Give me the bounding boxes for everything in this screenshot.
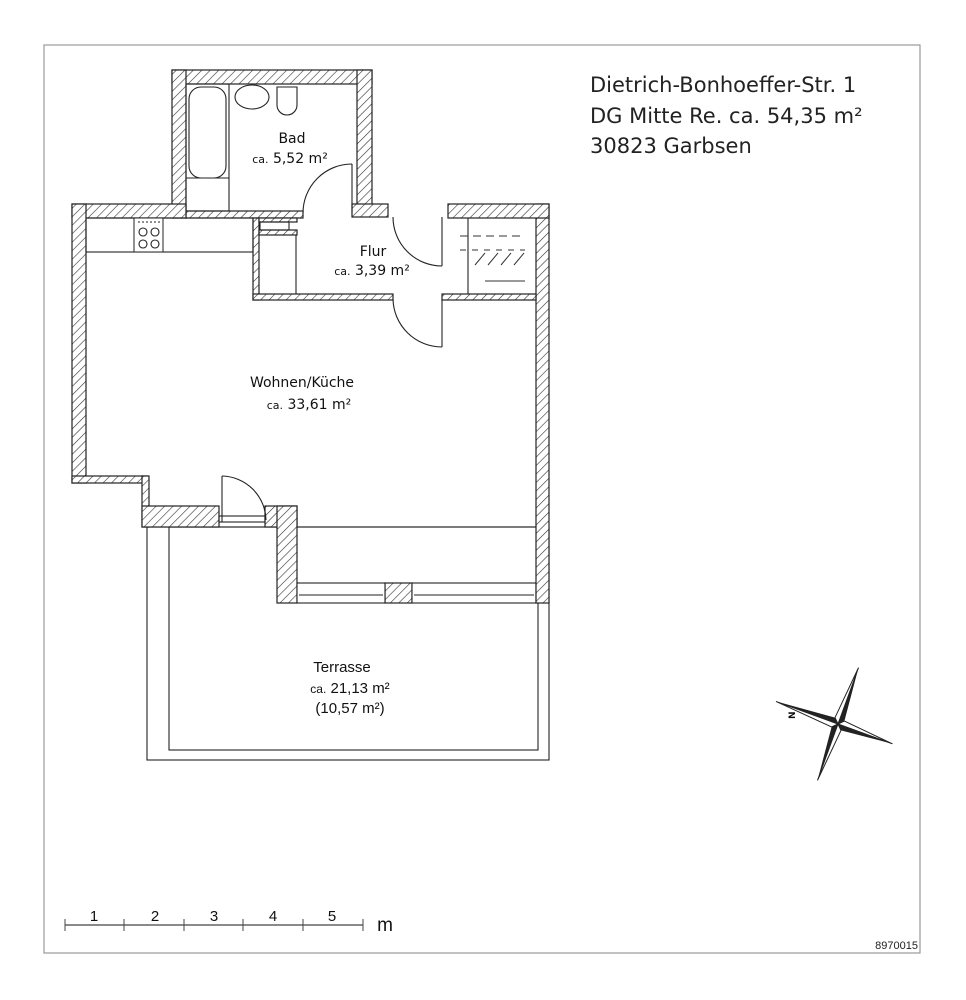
walls <box>71 69 550 604</box>
room-area-wohnen: ca. 33,61 m² <box>267 397 352 413</box>
room-name-terrasse: Terrasse <box>313 659 371 676</box>
scale-tick-5: 5 <box>328 908 336 925</box>
kitchen-counter <box>85 217 254 253</box>
storage-room <box>460 218 525 294</box>
door-flur-storage <box>392 216 443 267</box>
city-line: 30823 Garbsen <box>590 134 752 158</box>
stove-icon <box>133 217 164 253</box>
unit-line: DG Mitte Re. ca. 54,35 m² <box>590 104 863 128</box>
door-terrace <box>218 475 267 523</box>
room-area-terrasse: ca. 21,13 m² <box>310 680 389 697</box>
room-name-flur: Flur <box>360 244 387 260</box>
terrace-outline <box>146 526 550 761</box>
room-weighted-area-terrasse: (10,57 m²) <box>315 700 384 717</box>
bathtub-icon <box>185 83 230 212</box>
room-area-flur: ca. 3,39 m² <box>334 263 410 279</box>
scale-tick-4: 4 <box>269 908 277 925</box>
room-name-wohnen: Wohnen/Küche <box>250 375 354 391</box>
room-name-bad: Bad <box>278 131 305 147</box>
room-area-bad: ca. 5,52 m² <box>252 151 328 167</box>
address-line: Dietrich-Bonhoeffer-Str. 1 <box>590 73 856 97</box>
door-flur-wohnen <box>392 298 443 348</box>
door-bad <box>302 163 353 214</box>
scale-tick-1: 1 <box>90 908 98 925</box>
plan-id: 8970015 <box>875 940 918 952</box>
scale-tick-2: 2 <box>151 908 159 925</box>
scale-unit: m <box>377 915 393 936</box>
drawing-frame <box>43 44 921 954</box>
toilet-icon <box>276 86 298 116</box>
sink-icon <box>234 84 270 110</box>
closet <box>259 221 297 294</box>
scale-tick-3: 3 <box>210 908 218 925</box>
compass-north-label: N <box>788 711 798 719</box>
compass-rose-icon <box>775 667 893 781</box>
scale-bar: 1 2 3 4 5 m <box>64 908 393 936</box>
